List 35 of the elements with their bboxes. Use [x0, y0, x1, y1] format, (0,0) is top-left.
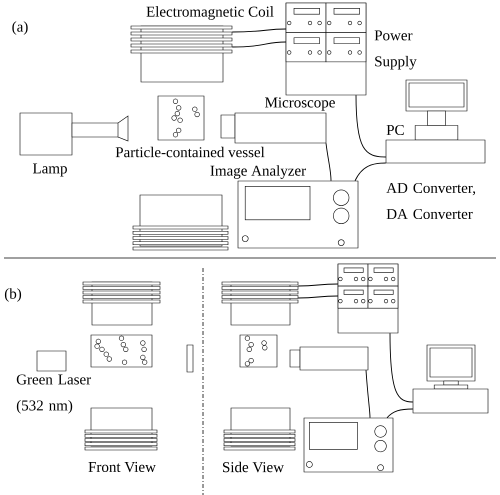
coil-drawing	[222, 282, 298, 326]
cable	[232, 28, 286, 32]
panel-label: Side View	[223, 462, 284, 472]
device-label: Electromagnetic Coil	[146, 6, 274, 20]
device-label: PC	[386, 124, 404, 136]
cable	[390, 332, 414, 402]
power-supply-drawing	[338, 264, 398, 334]
cable	[386, 408, 414, 418]
coil-drawing	[132, 194, 228, 250]
microscope-drawing	[290, 346, 368, 370]
device-note: AD Converter, DA Converter	[386, 182, 476, 220]
device-label: Microscope	[265, 97, 335, 111]
device-label: Image Analyzer	[210, 165, 306, 179]
panel-label: (b)	[4, 288, 22, 302]
coil-drawing	[224, 408, 296, 450]
coil-drawing	[82, 282, 160, 326]
panel-label: (a)	[12, 21, 28, 35]
analyzer-drawing	[304, 418, 394, 472]
device-label: Power Supply	[374, 30, 417, 70]
vessel-drawing	[90, 334, 152, 368]
cable	[354, 162, 386, 182]
cable	[326, 142, 332, 182]
cable	[366, 370, 370, 418]
cable	[232, 42, 286, 48]
plate-drawing	[186, 344, 194, 372]
device-label: Lamp	[32, 164, 67, 177]
cable	[356, 94, 386, 158]
cable	[298, 284, 338, 286]
device-label: Particle-contained vessel	[116, 146, 264, 158]
panel-label: Front View	[88, 462, 156, 472]
vessel-drawing	[240, 334, 278, 368]
computer-drawing	[412, 344, 488, 414]
coil-drawing	[84, 408, 158, 450]
cable	[298, 296, 338, 298]
device-label: Green Laser (532 nm)	[16, 374, 92, 414]
